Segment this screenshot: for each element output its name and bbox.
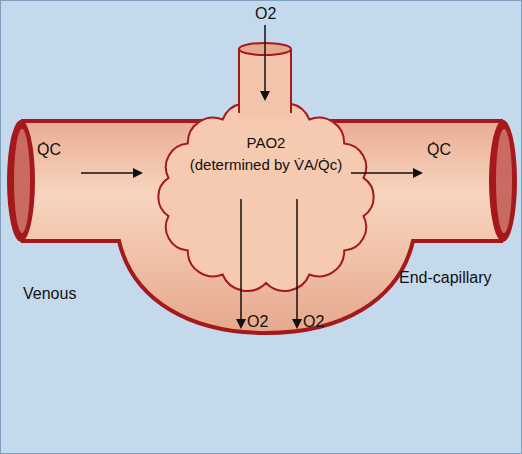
flow-arrow	[351, 172, 421, 174]
diagram-label: Q̇C	[37, 141, 61, 159]
diffusion-arrow	[240, 199, 242, 327]
diagram-label: O2	[247, 313, 268, 331]
tube-end	[489, 120, 517, 242]
alveolus-outline	[156, 101, 376, 293]
diagram-label: O2	[255, 5, 276, 23]
tube-end	[7, 120, 35, 242]
diffusion-arrow	[296, 199, 298, 327]
diagram-label: End-capillary	[399, 269, 491, 287]
diagram-label: O2	[303, 313, 324, 331]
tube-lumen	[14, 129, 30, 233]
diagram-label: Venous	[23, 285, 76, 303]
flow-arrow	[81, 172, 141, 174]
alveolar-po2: PAO2	[156, 135, 376, 152]
flow-arrow	[264, 25, 266, 99]
alveolus: PAO2 (determined by V̇A/Q̇c)	[156, 101, 376, 293]
alveolus-shape	[158, 103, 373, 291]
tube-lumen	[496, 129, 512, 233]
determinant-note: (determined by V̇A/Q̇c)	[156, 157, 376, 174]
diagram-label: Q̇C	[427, 141, 451, 159]
